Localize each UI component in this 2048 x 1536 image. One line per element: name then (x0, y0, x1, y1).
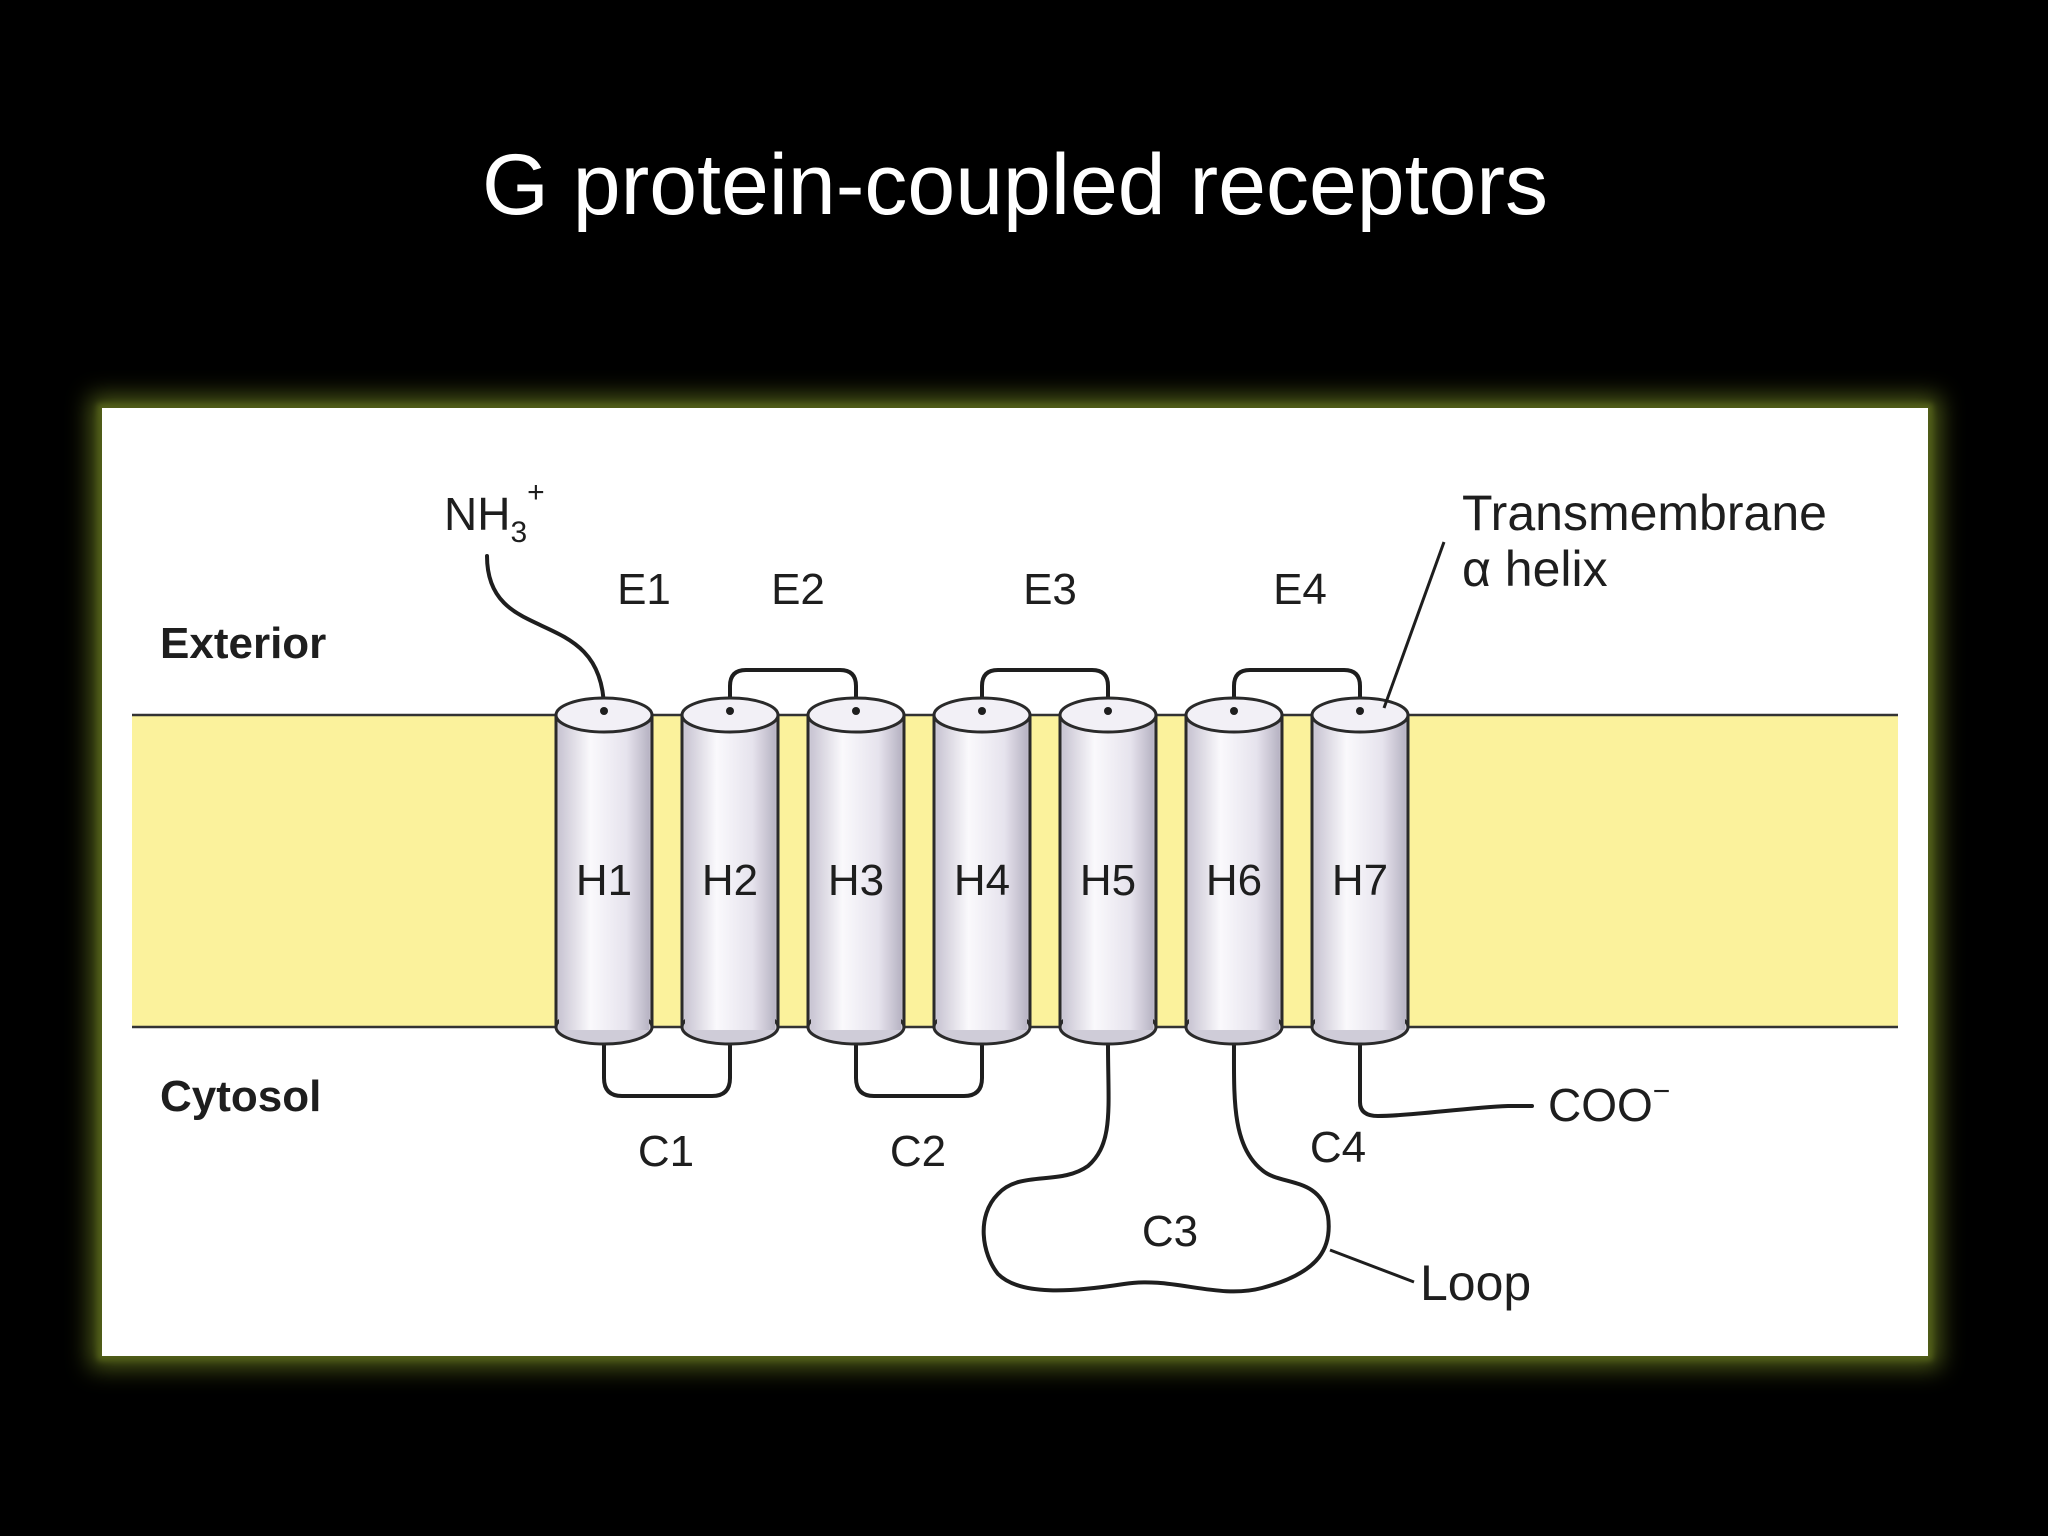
loop-c3 (981, 1042, 1331, 1294)
transmembrane-label: Transmembrane α helix (1462, 485, 1841, 597)
exterior-label: Exterior (160, 619, 326, 668)
transmembrane-pointer-line (1382, 541, 1446, 709)
helix-group: H1 H2 H3 H4 (554, 696, 1410, 1046)
helix-h5: H5 (1058, 696, 1158, 1046)
loop-annotation-label: Loop (1420, 1255, 1531, 1311)
helix-label: H5 (1080, 856, 1136, 905)
loop-label-c4: C4 (1310, 1123, 1366, 1172)
helix-h6: H6 (1184, 696, 1284, 1046)
loop-c2 (854, 1042, 984, 1098)
c-terminal-tail (1358, 1042, 1534, 1119)
helix-label: H1 (576, 856, 632, 905)
helix-h3: H3 (806, 696, 906, 1046)
top-junctions (600, 707, 1364, 715)
loop-c1 (602, 1042, 732, 1098)
loop-label-c2: C2 (890, 1127, 946, 1176)
loop-label-c3: C3 (1142, 1207, 1198, 1256)
loop-e2 (728, 668, 858, 710)
helix-h4: H4 (932, 696, 1032, 1046)
extracellular-chain (485, 554, 1362, 710)
diagram-panel: Exterior Cytosol H1 (102, 408, 1928, 1356)
helix-label: H4 (954, 856, 1010, 905)
loop-e3 (980, 668, 1110, 710)
loop-label-e4: E4 (1273, 565, 1327, 614)
helix-label: H7 (1332, 856, 1388, 905)
helix-h2: H2 (680, 696, 780, 1046)
loop-label-e1: E1 (617, 565, 671, 614)
slide-title: G protein-coupled receptors (481, 137, 1548, 233)
c-terminus-label: COO− (1548, 1075, 1670, 1131)
n-terminal-tail (485, 554, 606, 710)
cytosolic-chain (602, 1042, 1534, 1294)
loop-pointer-line (1329, 1248, 1415, 1284)
helix-label: H3 (828, 856, 884, 905)
loop-e4 (1232, 668, 1362, 710)
helix-label: H2 (702, 856, 758, 905)
loop-label-e3: E3 (1023, 565, 1077, 614)
gpcr-topology-diagram: Exterior Cytosol H1 (132, 476, 1898, 1311)
helix-h1: H1 (554, 696, 654, 1046)
helix-h7: H7 (1310, 696, 1410, 1046)
n-terminus-label: NH3+ (444, 476, 545, 549)
loop-label-c1: C1 (638, 1127, 694, 1176)
loop-label-e2: E2 (771, 565, 825, 614)
helix-label: H6 (1206, 856, 1262, 905)
cytosol-label: Cytosol (160, 1072, 321, 1121)
